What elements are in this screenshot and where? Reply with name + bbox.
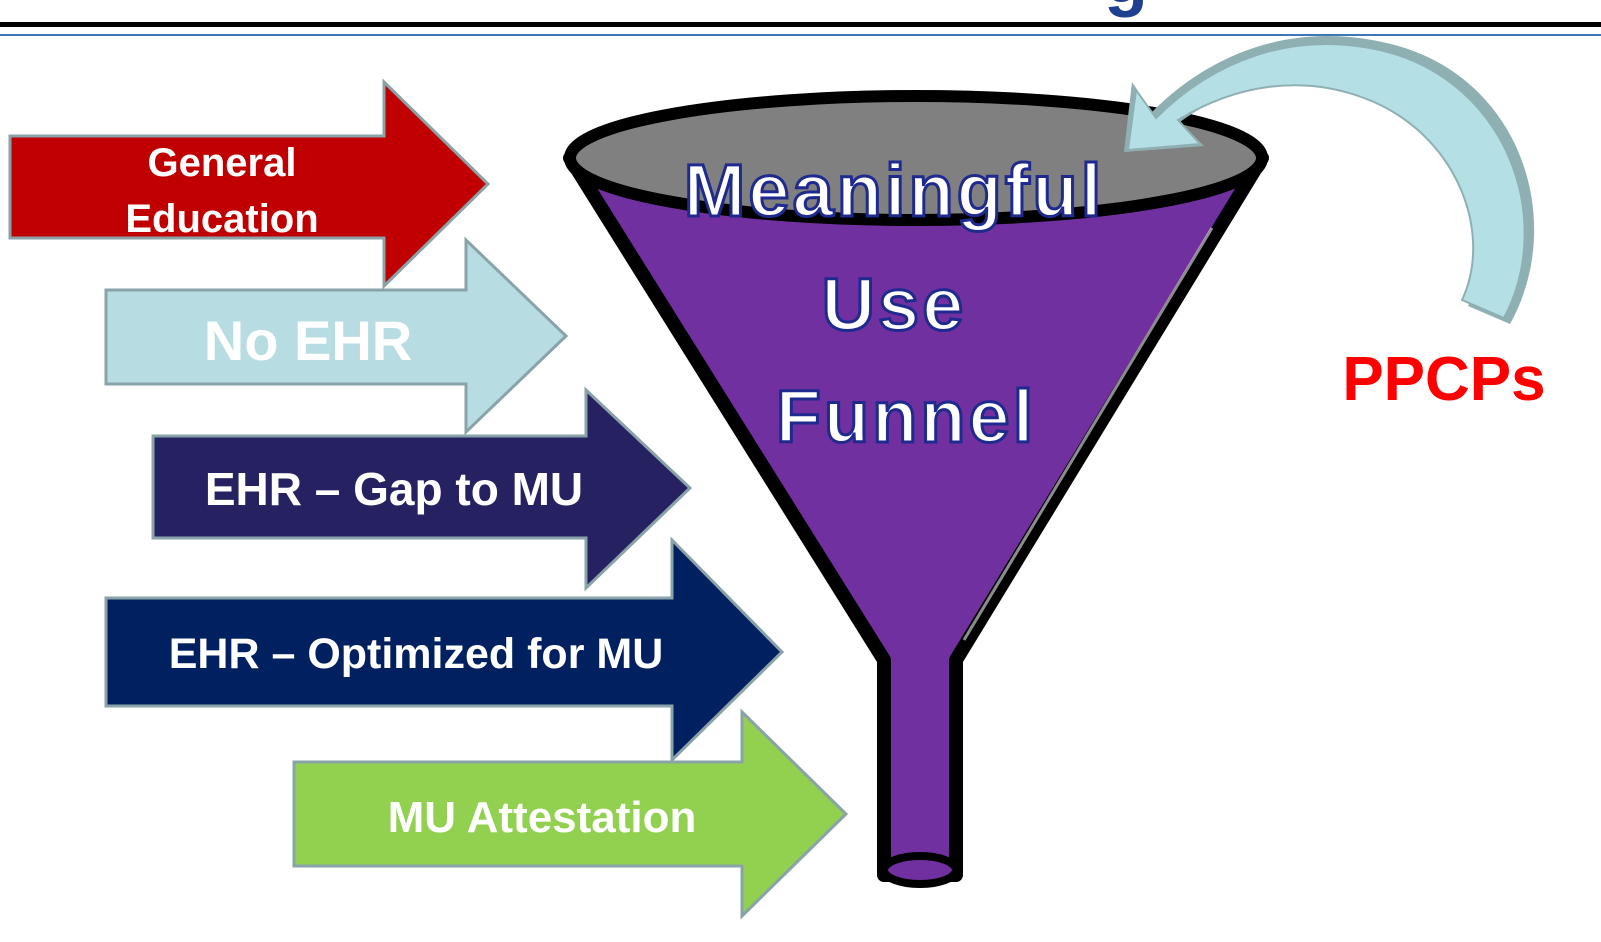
header-rule-accent	[0, 34, 1601, 36]
arrow-shape	[104, 536, 785, 764]
arrow-no-ehr: No EHR	[104, 236, 569, 436]
arrow-mu-attestation: MU Attestation	[292, 708, 849, 920]
arrow-label-line-1: General	[148, 141, 297, 185]
ppcps-label: PPCPs	[1342, 345, 1545, 414]
arrow-label: No EHR	[204, 309, 412, 372]
funnel-title-line-1: Meaningful	[684, 149, 1105, 232]
funnel-title: Meaningful Use Funnel	[682, 148, 1105, 460]
arrow-label: EHR – Optimized for MU	[169, 630, 664, 678]
arrow-label: MU Attestation	[388, 793, 697, 842]
arrow-shape	[104, 236, 569, 436]
arrow-general-education: General Education	[8, 78, 491, 290]
funnel-title-line-2: Use	[822, 263, 967, 346]
partial-title-glyph: g	[1104, 0, 1148, 18]
curved-arrow-body	[1126, 43, 1526, 320]
arrow-ehr-optimized: EHR – Optimized for MU	[104, 536, 785, 764]
funnel-title-line-3: Funnel	[776, 375, 1037, 458]
arrow-ehr-gap: EHR – Gap to MU	[151, 386, 693, 592]
funnel-rim	[564, 90, 1268, 226]
arrow-shape	[151, 386, 693, 592]
arrow-shape	[8, 78, 491, 290]
arrow-shape	[292, 708, 849, 920]
arrow-label: EHR – Gap to MU	[205, 463, 583, 515]
arrow-label-line-2: Education	[125, 197, 318, 241]
curved-arrow	[1124, 36, 1535, 325]
funnel	[563, 90, 1269, 888]
header-rule-dark	[0, 22, 1601, 27]
funnel-highlight	[962, 227, 1214, 641]
funnel-spout-end	[880, 852, 960, 888]
